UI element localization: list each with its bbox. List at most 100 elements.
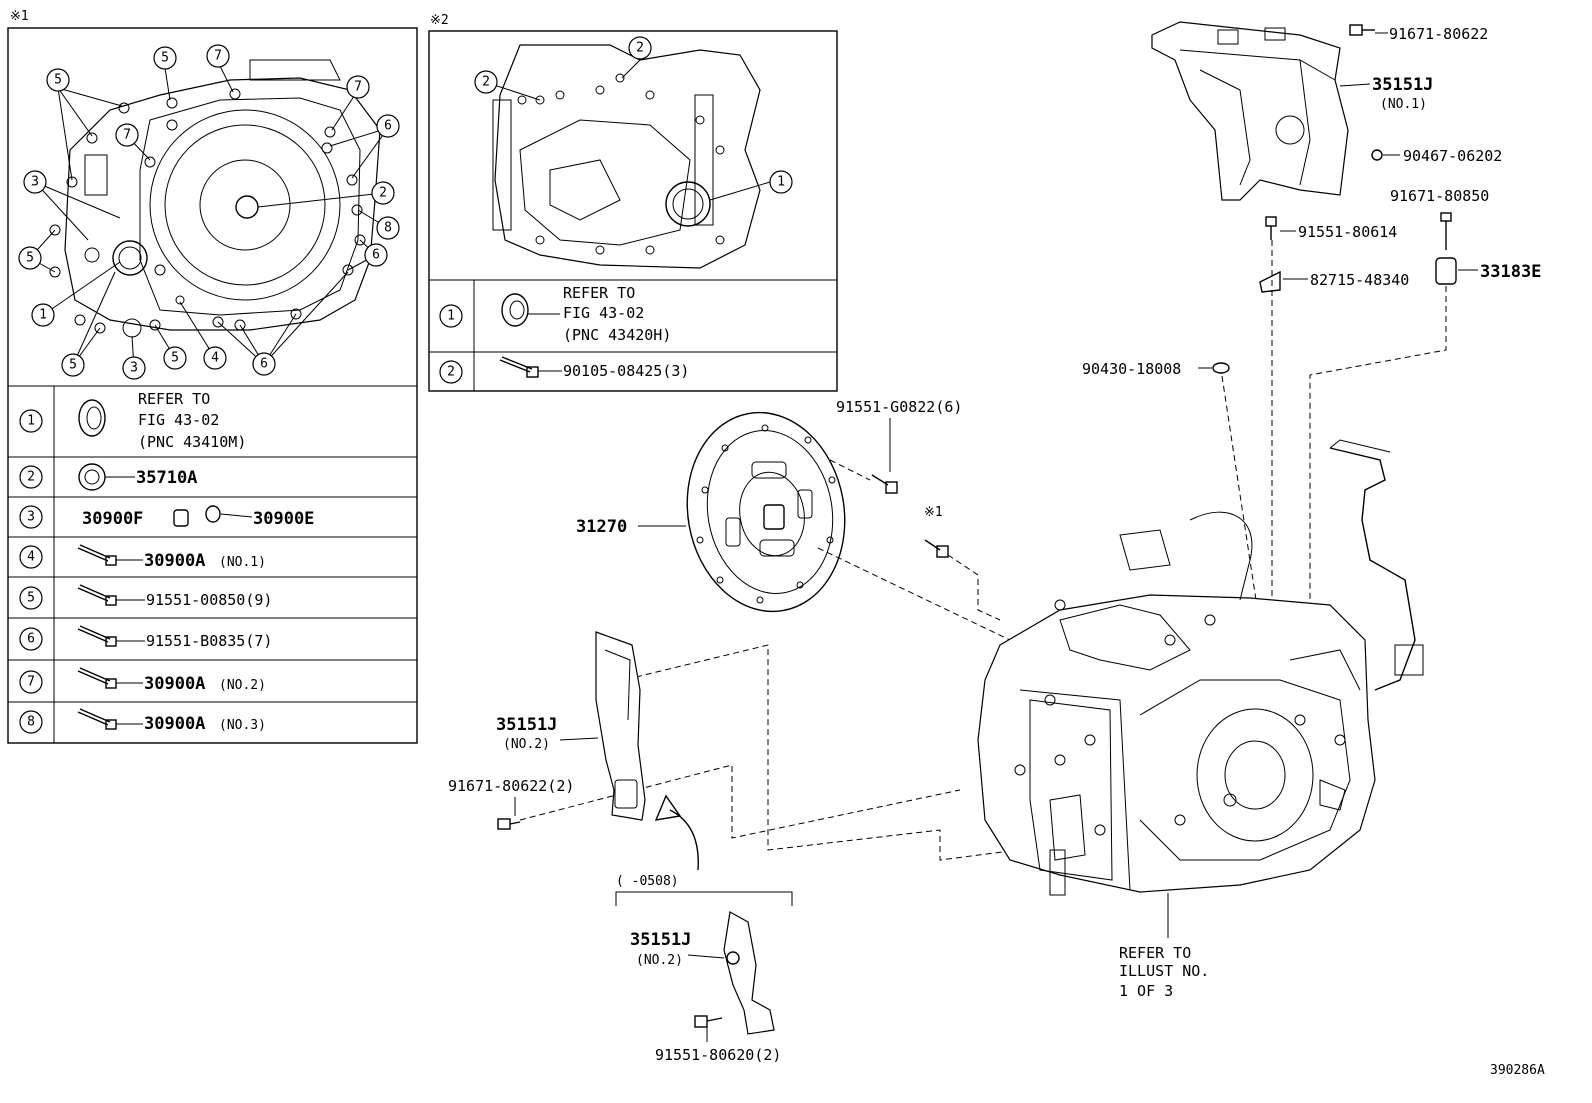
part-90430-18008: 90430-18008 (1082, 360, 1181, 378)
part-35151j-no1: 35151J (1372, 75, 1433, 95)
callout-circles: 5 5 7 7 7 6 2 8 6 3 5 1 5 3 5 4 6 (18, 44, 400, 380)
bolt-icon (1265, 216, 1277, 240)
panel-2-frame (428, 30, 838, 392)
legend-text: (PNC 43410M) (138, 433, 246, 451)
part-33183e: 33183E (1480, 262, 1541, 282)
bolt-icon (924, 539, 949, 558)
svg-text:6: 6 (372, 248, 380, 263)
svg-text:7: 7 (354, 80, 362, 95)
refer-text-1: REFER TO (1119, 944, 1191, 962)
part-35151j-no1-sub: (NO.1) (1380, 97, 1427, 112)
legend-part: 91551-00850(9) (146, 591, 272, 609)
legend-text: FIG 43-02 (563, 304, 644, 322)
legend-part: 30900A (144, 714, 205, 734)
svg-text:3: 3 (31, 175, 39, 190)
part-82715-48340: 82715-48340 (1310, 271, 1409, 289)
part-90467-06202: 90467-06202 (1403, 147, 1502, 165)
legend-part: 35710A (136, 468, 197, 488)
transaxle-assembly-illustration (977, 439, 1424, 896)
legend-part: 30900A (144, 674, 205, 694)
svg-text:5: 5 (161, 51, 169, 66)
legend-num: 4 (27, 550, 35, 565)
refer-text-3: 1 OF 3 (1119, 982, 1173, 1000)
panel-2: ※2 2 2 1 1 REFER TO FIG 43- (428, 13, 838, 392)
refer-text-2: ILLUST NO. (1119, 962, 1209, 980)
panel-1: ※1 (7, 9, 418, 744)
part-91551-g0822: 91551-G0822(6) (836, 398, 962, 416)
svg-text:4: 4 (211, 351, 219, 366)
legend-suffix: (NO.3) (219, 718, 266, 733)
clutch-disc-illustration (686, 411, 846, 613)
main-diagram: 91671-80622 35151J (NO.1) 90467-06202 91… (448, 21, 1545, 1078)
bolt-icon (497, 818, 521, 830)
part-31270: 31270 (576, 517, 627, 537)
svg-text:1: 1 (777, 175, 785, 190)
part-35151j-no2-sub: (NO.2) (503, 737, 550, 752)
direction-arrow (669, 809, 699, 871)
washer-icon (1212, 362, 1230, 374)
part-91551-80614: 91551-80614 (1298, 223, 1397, 241)
legend-num: 2 (447, 365, 455, 380)
stud-icon (1440, 212, 1452, 250)
panel-1-legend: 1 REFER TO FIG 43-02 (PNC 43410M) 2 3571… (19, 390, 314, 734)
panel-2-mark: ※2 (430, 13, 449, 28)
bracket-no2-alt-illustration (723, 911, 775, 1035)
svg-text:5: 5 (171, 351, 179, 366)
bracket-no1-illustration (1151, 21, 1349, 201)
part-91671-80850: 91671-80850 (1390, 187, 1489, 205)
svg-text:1: 1 (39, 308, 47, 323)
part-91671-80622-2: 91671-80622(2) (448, 777, 574, 795)
nut-icon (1371, 149, 1383, 161)
oil-seal-icon (501, 293, 529, 327)
legend-num: 7 (27, 675, 35, 690)
svg-text:2: 2 (379, 186, 387, 201)
svg-text:5: 5 (69, 358, 77, 373)
legend-num: 6 (27, 632, 35, 647)
legend-text: FIG 43-02 (138, 411, 219, 429)
bolt-icon (1349, 24, 1375, 36)
part-35151j-no2b: 35151J (630, 930, 691, 950)
legend-num: 1 (27, 414, 35, 429)
bolt-icon (694, 1015, 723, 1028)
legend-text: REFER TO (138, 390, 210, 408)
bracket-no2-illustration (595, 631, 646, 821)
svg-text:2: 2 (636, 41, 644, 56)
plug-icon (78, 463, 106, 491)
bolt-icons (77, 544, 117, 730)
bracket-clip-icon (1259, 270, 1281, 293)
svg-text:5: 5 (54, 73, 62, 88)
svg-text:7: 7 (214, 49, 222, 64)
assembly-dashed-lines (519, 240, 1447, 861)
legend-part: 30900E (253, 509, 314, 529)
legend-part: 90105-08425(3) (563, 362, 689, 380)
legend-part: 30900F (82, 509, 143, 529)
legend-num: 2 (27, 470, 35, 485)
legend-suffix: (NO.1) (219, 555, 266, 570)
svg-text:3: 3 (130, 361, 138, 376)
oil-seal-icon (78, 399, 106, 437)
mark-1: ※1 (924, 505, 943, 520)
case-back-illustration (492, 44, 761, 269)
legend-num: 3 (27, 510, 35, 525)
legend-num: 8 (27, 715, 35, 730)
part-35151j-no2: 35151J (496, 715, 557, 735)
legend-num: 5 (27, 591, 35, 606)
legend-text: (PNC 43420H) (563, 326, 671, 344)
plug-icon (173, 509, 189, 527)
panel-1-mark: ※1 (10, 9, 29, 24)
bolt-icon (499, 356, 539, 378)
legend-part: 91551-B0835(7) (146, 632, 272, 650)
bolt-icon (871, 474, 898, 494)
date-range: ( -0508) (616, 874, 679, 889)
figure-id: 390286A (1490, 1063, 1545, 1078)
svg-text:6: 6 (384, 119, 392, 134)
svg-text:5: 5 (26, 251, 34, 266)
panel-1-callouts: 5 5 7 7 7 6 2 8 6 3 5 1 5 3 5 4 6 (18, 44, 400, 380)
svg-text:2: 2 (482, 75, 490, 90)
mount-insulator-icon (1435, 257, 1457, 285)
part-35151j-no2b-sub: (NO.2) (636, 953, 683, 968)
svg-text:6: 6 (260, 357, 268, 372)
gasket-icon (205, 505, 221, 523)
legend-part: 30900A (144, 551, 205, 571)
